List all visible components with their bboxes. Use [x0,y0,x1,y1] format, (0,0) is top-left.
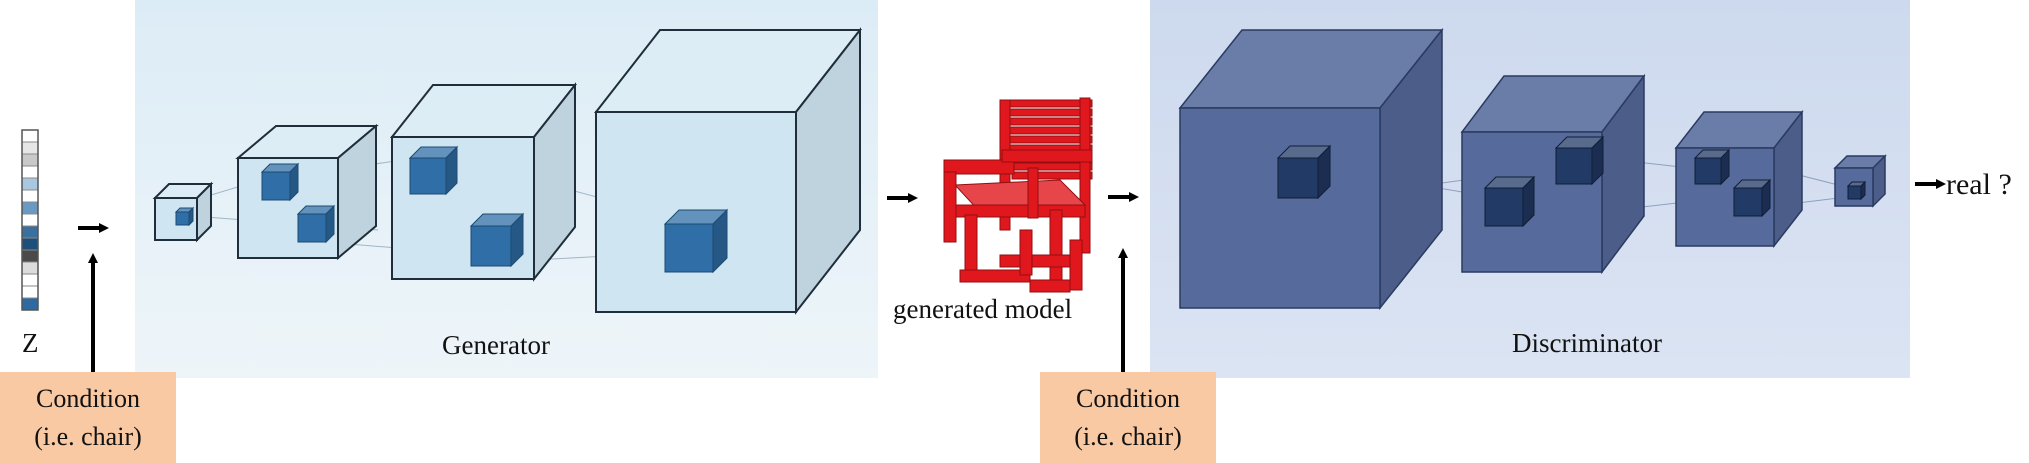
latent-cell [21,237,39,251]
gen-kernel-2b [296,204,336,244]
chair-back-post [1079,97,1091,254]
latent-cell [21,285,39,299]
latent-cell [21,177,39,191]
latent-cell [21,165,39,179]
latent-label: Z [22,328,39,358]
generator-cubes [152,27,863,315]
latent-cell [21,249,39,263]
gen-kernel-4 [663,208,729,274]
disc-cube-2 [1460,73,1646,275]
latent-cell [21,213,39,227]
condition-box-left: Condition (i.e. chair) [0,372,176,463]
chair-back-slat [1004,126,1093,135]
latent-cell [21,297,39,311]
chair-base-post [1069,239,1083,291]
condition-box-right: Condition (i.e. chair) [1040,372,1216,463]
condition-right-line1: Condition [1075,384,1180,413]
latent-vector [21,129,39,311]
latent-cell [21,261,39,275]
arrows [78,179,1946,372]
gen-kernel-3a [408,145,459,196]
latent-cell [21,189,39,203]
chair-arm-support [1027,167,1039,219]
chair-front-leg [943,171,957,243]
discriminator-cubes [1178,27,1887,311]
latent-vector-border [21,129,39,311]
disc-kernel-1 [1276,144,1332,200]
latent-cell [21,129,39,143]
chair-base [999,254,1081,268]
latent-cell [21,141,39,155]
chair-back-slat [999,99,1093,108]
latent-cell [21,273,39,287]
generated-model-label: generated model [893,294,1073,324]
chair-leg [1049,209,1063,281]
chair-leg [964,214,978,276]
disc-kernel-2a [1483,175,1536,228]
latent-cell [21,201,39,215]
chair-model [943,97,1093,293]
gen-kernel-3b [469,212,525,268]
discriminator-label: Discriminator [1512,328,1662,358]
gen-cube-4 [593,27,863,315]
chair-base [1029,279,1071,293]
disc-kernel-2b [1554,135,1605,186]
chair-back-slat [1011,171,1093,180]
chair-back-slat [1001,108,1093,117]
condition-left-line1: Condition [35,384,140,413]
chair-back-slat [1002,117,1093,126]
generator-label: Generator [442,330,550,360]
disc-kernel-4 [1846,180,1867,201]
disc-kernel-3b [1732,178,1772,218]
condition-left-line2: (i.e. chair) [34,422,142,451]
output-label: real ? [1946,168,2012,201]
gen-kernel-2a [260,162,300,202]
chair-base [959,269,1031,283]
gen-kernel-1 [174,206,195,227]
latent-cell [21,225,39,239]
chair-armrest [1001,149,1093,163]
chair-armrest [943,159,1015,175]
disc-kernel-3a [1693,148,1731,186]
latent-cell [21,153,39,167]
condition-right-line2: (i.e. chair) [1074,422,1182,451]
chair-base-post [1019,229,1033,276]
chair-back-slat [1005,135,1093,144]
